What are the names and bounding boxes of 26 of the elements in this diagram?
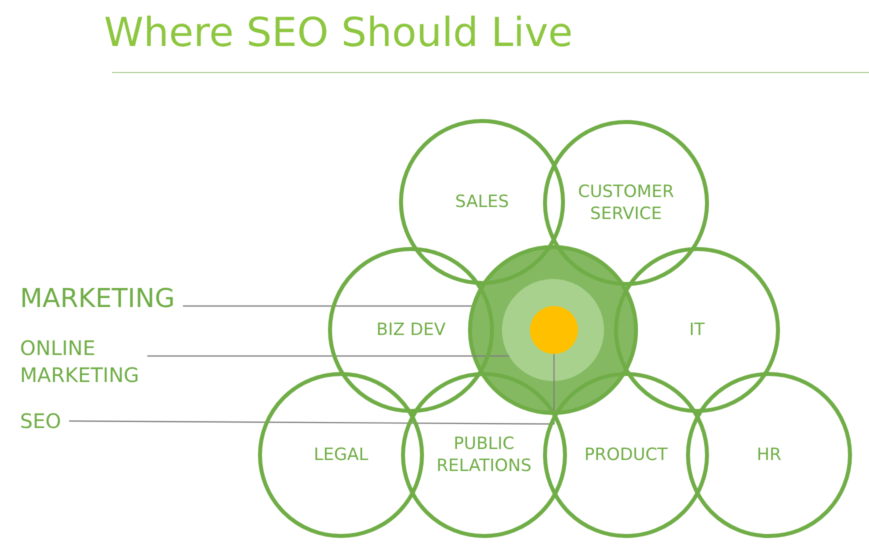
circle-label: PUBLIC RELATIONS xyxy=(435,433,532,477)
circle-label: SALES xyxy=(455,191,509,213)
circle-label: LEGAL xyxy=(314,444,368,466)
callout-label: MARKETING xyxy=(20,282,190,318)
circle-label: PRODUCT xyxy=(584,444,668,466)
venn-circle xyxy=(543,372,709,538)
venn-circle xyxy=(614,247,780,413)
leader-line xyxy=(182,305,472,307)
leader-line xyxy=(147,355,510,357)
venn-circle xyxy=(328,247,494,413)
venn-circle xyxy=(686,372,852,538)
circle-label: HR xyxy=(756,444,782,466)
venn-circle xyxy=(543,120,709,286)
circle-label: CUSTOMER SERVICE xyxy=(576,181,676,225)
filled-circle xyxy=(530,306,578,354)
venn-circle xyxy=(258,372,424,538)
callout-label: SEO xyxy=(20,408,80,435)
circle-label: BIZ DEV xyxy=(376,319,446,341)
leader-line xyxy=(69,354,555,425)
venn-circle xyxy=(401,372,567,538)
filled-circle xyxy=(468,245,638,415)
page-title: Where SEO Should Live xyxy=(104,10,573,56)
venn-circle xyxy=(399,119,565,285)
callout-label: ONLINE MARKETING xyxy=(20,335,160,389)
filled-circle xyxy=(502,279,604,381)
circle-label: IT xyxy=(689,319,705,341)
